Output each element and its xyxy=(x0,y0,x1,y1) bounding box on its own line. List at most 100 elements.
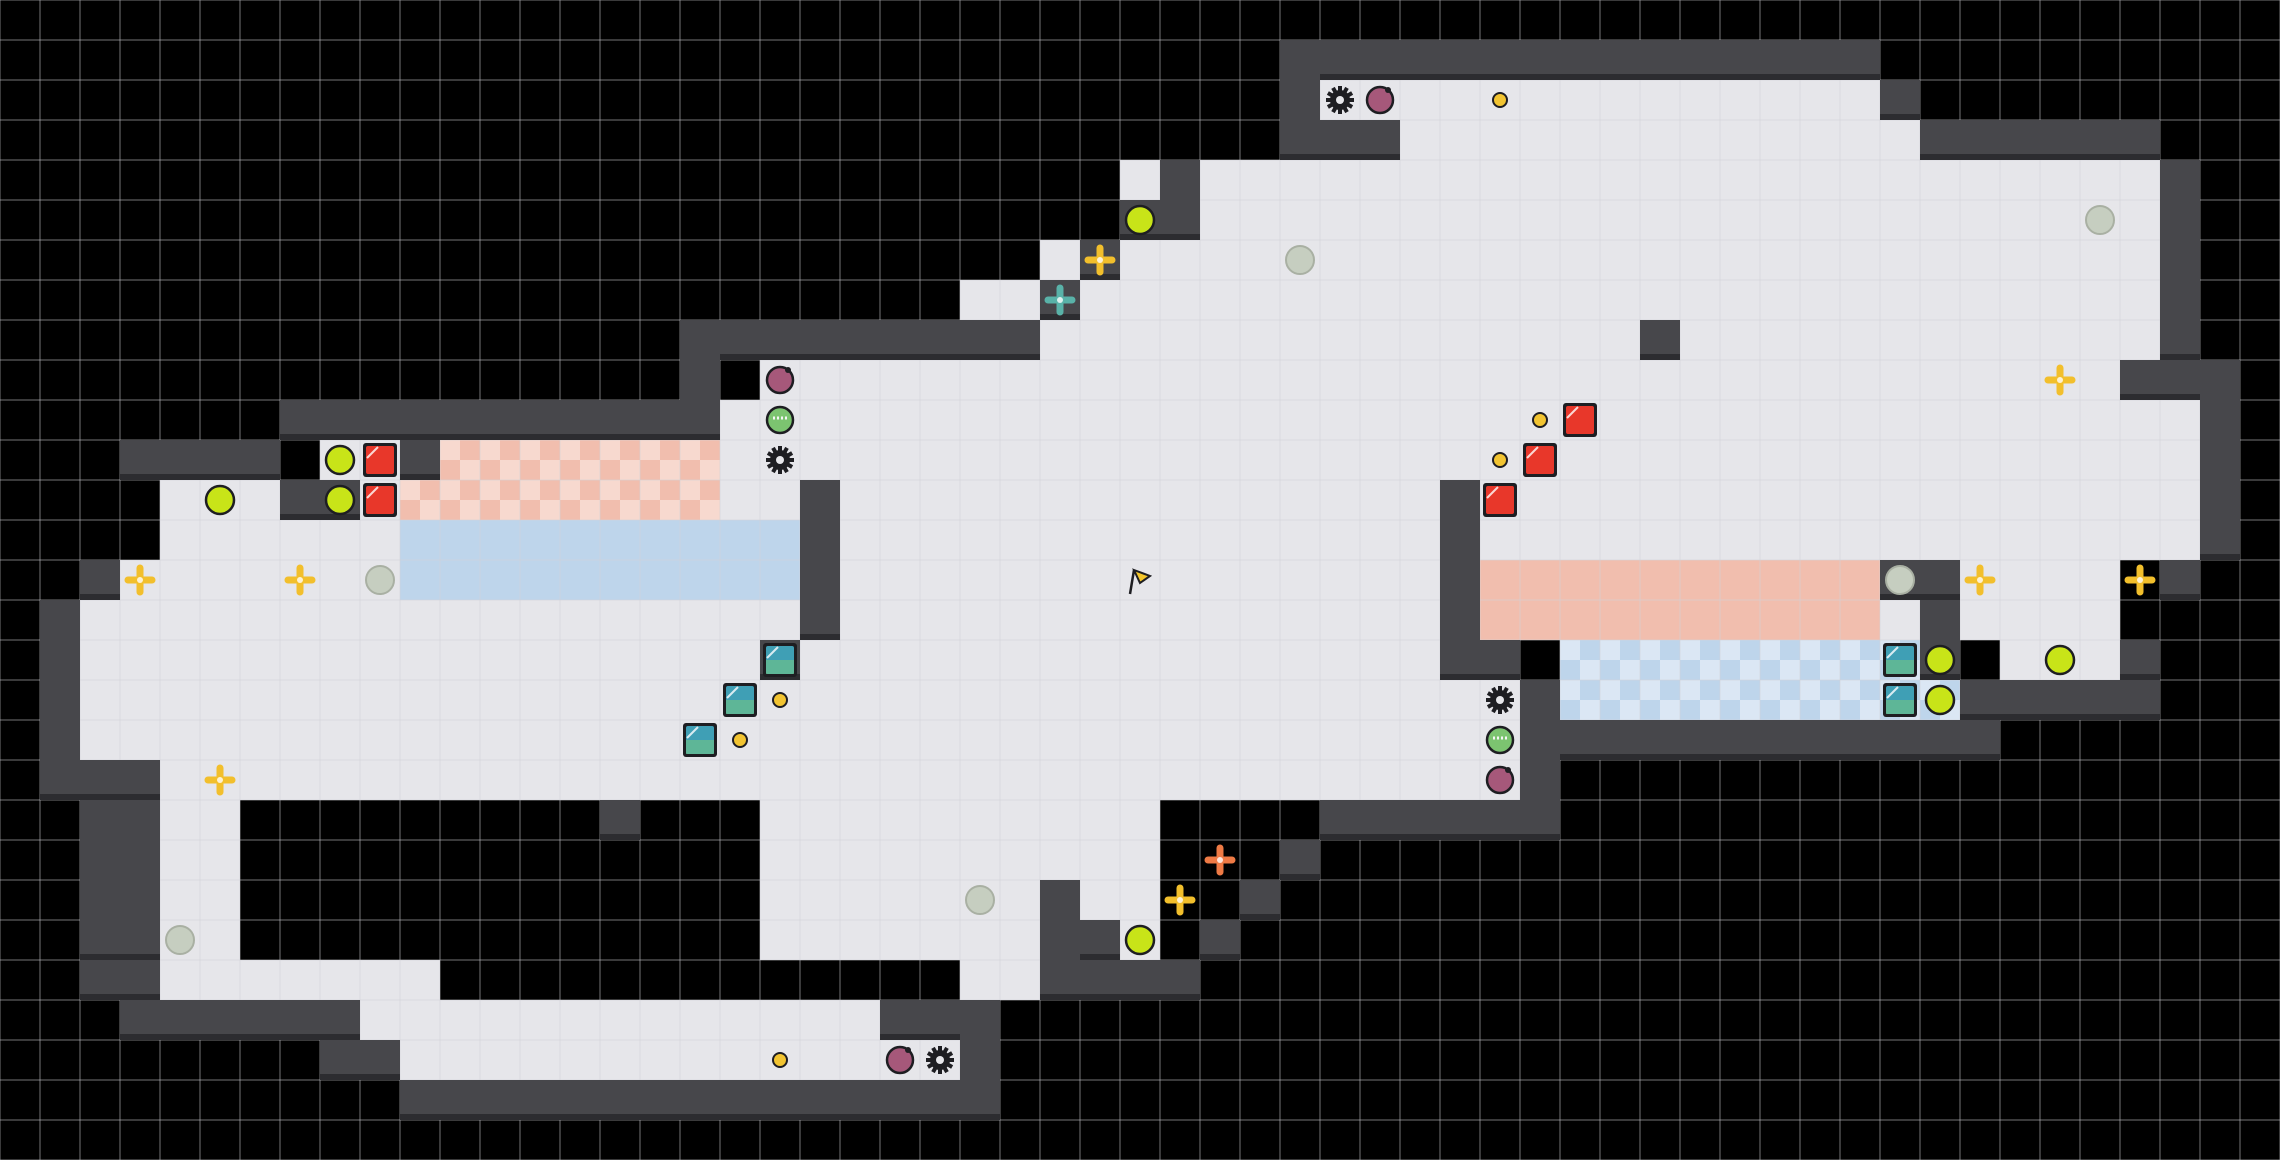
gold-coin xyxy=(1532,412,1548,428)
red-crate-shine xyxy=(366,446,379,459)
checker-square xyxy=(660,500,680,520)
wall xyxy=(40,760,160,794)
checker-square xyxy=(500,500,520,520)
wall xyxy=(720,320,760,354)
wall xyxy=(120,440,280,474)
wall xyxy=(1880,80,1920,114)
checker-square xyxy=(1560,640,1580,660)
checker-square xyxy=(600,440,620,460)
teal-crate-shine xyxy=(726,686,739,699)
gear-teeth xyxy=(766,446,794,474)
checker-square xyxy=(1840,640,1860,660)
plus-token xyxy=(1204,844,1236,876)
wall xyxy=(80,960,160,994)
goal-target xyxy=(2085,205,2115,235)
red-crate-face xyxy=(1526,446,1554,474)
goal-target xyxy=(965,885,995,915)
wall-layer xyxy=(40,40,2240,1120)
checker-square xyxy=(660,460,680,480)
checker-square xyxy=(620,460,640,480)
goal-flag-pole xyxy=(1128,569,1136,595)
checker-square xyxy=(1600,640,1620,660)
plum-bomb-body xyxy=(1485,765,1515,795)
wall xyxy=(960,1000,1000,1114)
plus-token xyxy=(2044,364,2076,396)
wall xyxy=(1320,800,1480,834)
lime-orb xyxy=(2044,644,2076,676)
teal-crate-shine xyxy=(686,726,699,739)
checker-square xyxy=(1620,660,1640,680)
checker-square xyxy=(480,440,500,460)
plus-token-center xyxy=(1097,257,1103,263)
checker-square xyxy=(1660,660,1680,680)
checker-square xyxy=(1860,700,1880,720)
wall xyxy=(1520,680,1560,834)
checker-square xyxy=(1800,680,1820,700)
gear-hole xyxy=(936,1056,944,1064)
gear-icon xyxy=(766,446,794,474)
checker-square xyxy=(400,480,420,500)
goal-target xyxy=(1285,245,1315,275)
wall xyxy=(1280,840,1320,874)
striped-orb-body xyxy=(765,405,795,435)
gold-coin xyxy=(772,1052,788,1068)
checker-square xyxy=(460,500,480,520)
checker-square xyxy=(1580,700,1600,720)
plus-token-center xyxy=(2057,377,2063,383)
checker-square xyxy=(560,480,580,500)
goal-target xyxy=(165,925,195,955)
plus-token xyxy=(124,564,156,596)
wall xyxy=(1280,120,1400,154)
teal-crate-shine xyxy=(766,646,779,659)
red-crate-shine xyxy=(1486,486,1499,499)
red-crate-shine xyxy=(1566,406,1579,419)
teal-crate-shine xyxy=(1886,686,1899,699)
checker-square xyxy=(580,460,600,480)
teal-crate-lower xyxy=(726,700,754,714)
plus-token xyxy=(1084,244,1116,276)
checker-square xyxy=(640,480,660,500)
wall xyxy=(280,400,720,434)
checker-square xyxy=(520,440,540,460)
checker-square xyxy=(420,500,440,520)
wall xyxy=(1160,960,1200,994)
checker-square xyxy=(700,460,720,480)
red-crate xyxy=(1563,403,1597,437)
checker-square xyxy=(1680,680,1700,700)
wall xyxy=(400,1080,1000,1114)
lime-orb xyxy=(1924,684,1956,716)
checker-square xyxy=(1640,680,1660,700)
red-crate-shine xyxy=(1526,446,1539,459)
checker-square xyxy=(1580,660,1600,680)
checker-square xyxy=(440,480,460,500)
wall xyxy=(1640,320,1680,354)
checker-square xyxy=(1660,700,1680,720)
checker-square xyxy=(1760,640,1780,660)
red-crate xyxy=(1523,443,1557,477)
lime-orb xyxy=(1924,644,1956,676)
checker-square xyxy=(1820,700,1840,720)
checker-square xyxy=(1800,640,1820,660)
gear-hole xyxy=(1336,96,1344,104)
gear-icon xyxy=(1486,686,1514,714)
wall xyxy=(120,1000,360,1034)
wall xyxy=(1440,640,1520,674)
plum-bomb-body xyxy=(765,365,795,395)
plum-bomb-body xyxy=(1365,85,1395,115)
lime-orb xyxy=(1124,924,1156,956)
checker-square xyxy=(500,460,520,480)
wall xyxy=(1080,960,1160,994)
wall xyxy=(1320,40,1840,74)
goal-target xyxy=(1885,565,1915,595)
teal-crate xyxy=(1883,643,1917,677)
wall xyxy=(2160,160,2200,354)
wall xyxy=(1840,40,1880,74)
wall xyxy=(880,1000,960,1034)
plus-token xyxy=(1044,284,1076,316)
teal-crate xyxy=(763,643,797,677)
checker-square xyxy=(1720,640,1740,660)
checker-square xyxy=(540,500,560,520)
checker-square xyxy=(560,440,580,460)
wall xyxy=(1160,160,1200,234)
